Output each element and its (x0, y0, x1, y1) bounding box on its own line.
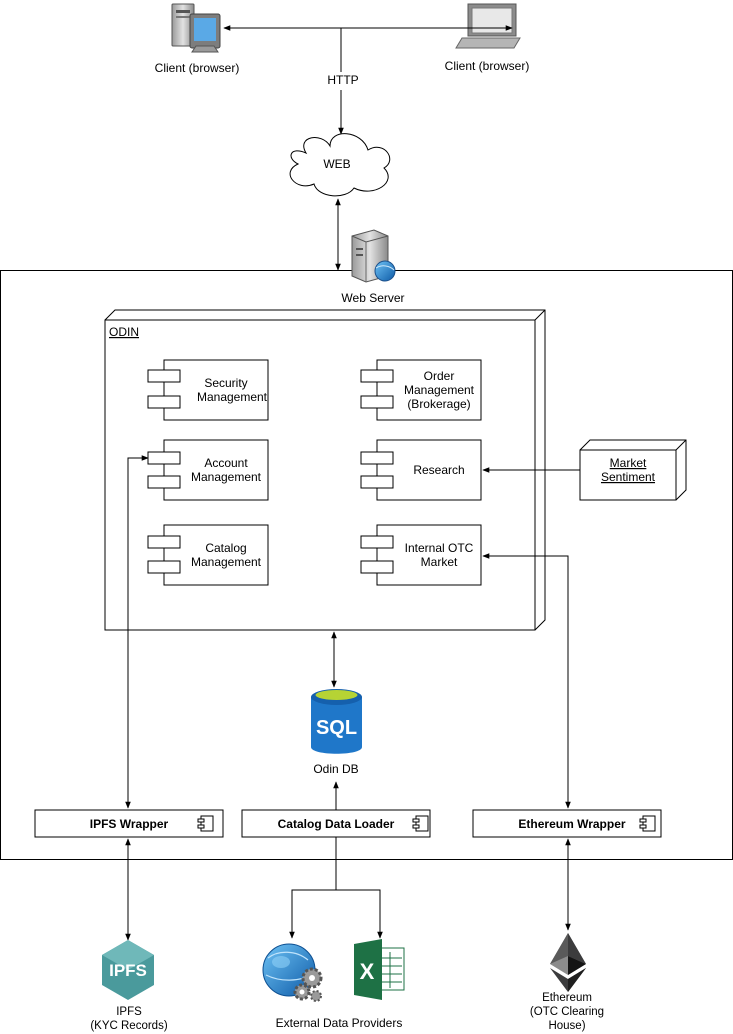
web-server-label: Web Server (341, 291, 404, 305)
globe-gears-icon (262, 943, 323, 1002)
web-server-icon (351, 229, 396, 283)
ethereum-label-line-3: House) (548, 1020, 585, 1032)
ipfs-logo-icon: IPFS (102, 940, 154, 1000)
otc-line-1: Internal OTC (405, 541, 474, 555)
client-left-label: Client (browser) (155, 61, 240, 75)
ethereum-logo-icon (550, 933, 586, 992)
component-research[interactable]: Research (360, 439, 482, 501)
client-desktop-icon (171, 3, 221, 53)
otc-ethereum-link (482, 553, 571, 809)
account-ipfs-link (125, 455, 149, 809)
security-line-2: Management (197, 390, 268, 404)
order-line-3: (Brokerage) (407, 397, 470, 411)
order-line-1: Order (424, 369, 455, 383)
market-sentiment-line-2: Sentiment (601, 470, 656, 484)
ipfs-logo-text: IPFS (109, 961, 147, 980)
sql-logo-text: SQL (316, 717, 357, 739)
odin-db-label: Odin DB (313, 762, 358, 776)
catalog-loader-label: Catalog Data Loader (278, 817, 395, 831)
loader-globe-arrow (289, 837, 337, 939)
ethereum-wrapper[interactable]: Ethereum Wrapper (472, 809, 662, 838)
web-label: WEB (323, 157, 350, 171)
external-providers-label: External Data Providers (276, 1016, 403, 1030)
catalog-line-1: Catalog (205, 541, 246, 555)
ipfs-wrapper-label: IPFS Wrapper (90, 817, 169, 831)
order-line-2: Management (404, 383, 475, 397)
security-line-1: Security (204, 376, 247, 390)
research-label: Research (413, 463, 464, 477)
ethereum-label-line-2: (OTC Clearing (530, 1006, 604, 1018)
account-line-2: Management (191, 470, 262, 484)
sql-database-icon: SQL (311, 689, 362, 754)
client-laptop-icon (455, 3, 521, 49)
catalog-line-2: Management (191, 555, 262, 569)
odin-label: ODIN (109, 325, 139, 339)
web-cloud (289, 133, 391, 197)
excel-icon: X (354, 939, 405, 1000)
catalog-data-loader[interactable]: Catalog Data Loader (241, 809, 431, 838)
svg-text:IPFS(KYC Records): IPFS (KYC Records) (90, 1006, 167, 1032)
client-right-label: Client (browser) (445, 59, 530, 73)
loader-excel-arrow (336, 889, 383, 939)
market-sentiment-line-1: Market (610, 456, 647, 470)
ipfs-label-line-1: IPFS (116, 1006, 142, 1018)
excel-logo-letter: X (360, 959, 375, 984)
ethereum-label-line-1: Ethereum (542, 992, 592, 1004)
http-label: HTTP (327, 73, 358, 87)
account-line-1: Account (204, 456, 248, 470)
ipfs-label-line-2: (KYC Records) (90, 1020, 167, 1032)
ethereum-wrapper-label: Ethereum Wrapper (518, 817, 625, 831)
ipfs-wrapper[interactable]: IPFS Wrapper (34, 809, 224, 838)
otc-line-2: Market (421, 555, 458, 569)
